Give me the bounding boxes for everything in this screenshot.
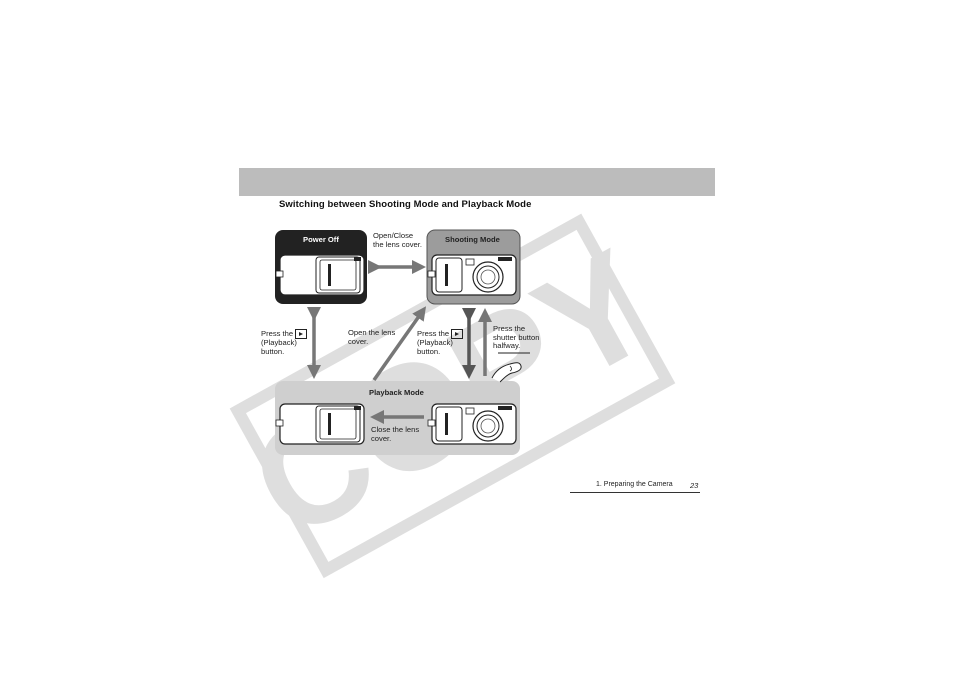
camera-closed-icon: [275, 403, 365, 445]
section-header-band: [239, 168, 715, 196]
page-number: 23: [690, 481, 699, 490]
playback-button-icon: [451, 329, 464, 339]
playback-button-icon: [295, 329, 308, 339]
press-playback-instruction-right: Press the (Playback) button.: [417, 329, 464, 356]
open-close-instruction: Open/Close the lens cover.: [373, 231, 422, 249]
section-title: Switching between Shooting Mode and Play…: [279, 199, 532, 210]
shooting-mode-label: Shooting Mode: [445, 235, 500, 244]
finger-press-icon: [491, 352, 530, 383]
footer-rule: [570, 492, 700, 493]
open-lens-instruction: Open the lens cover.: [348, 328, 396, 346]
camera-open-icon: [427, 254, 517, 296]
arrow-playback-to-shooting: [372, 306, 427, 382]
footer-chapter: 1. Preparing the Camera: [596, 481, 673, 488]
press-shutter-instruction: Press the shutter button halfway.: [493, 324, 540, 351]
power-off-label: Power Off: [303, 235, 339, 244]
camera-closed-icon: [275, 254, 365, 296]
close-lens-instruction: Close the lens cover.: [371, 425, 420, 443]
press-playback-instruction-left: Press the (Playback) button.: [261, 329, 308, 356]
playback-mode-label: Playback Mode: [369, 388, 424, 397]
camera-open-icon: [427, 403, 517, 445]
